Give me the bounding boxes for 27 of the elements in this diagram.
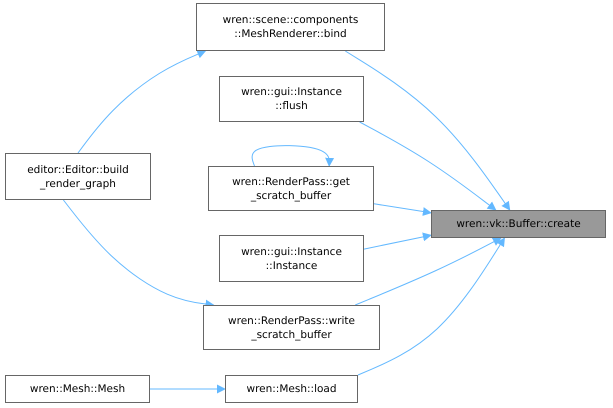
function-box: [5, 375, 150, 403]
function-name: wren::scene::components ::MeshRenderer::bind: [222, 13, 360, 41]
function-box: [203, 305, 380, 350]
function-box: [219, 76, 364, 122]
function-box: [219, 235, 364, 282]
arrow: [364, 232, 432, 250]
function-name: wren::Mesh::Mesh: [28, 382, 126, 396]
function-box: [208, 166, 374, 211]
function-box: [225, 375, 358, 403]
function-name: wren::gui::Instance ::flush: [240, 85, 343, 113]
arrow: [78, 50, 206, 154]
function-name: wren::vk::Buffer::create: [455, 217, 582, 231]
arrow: [150, 384, 226, 394]
function-box: [5, 153, 151, 200]
function-box: [196, 3, 385, 51]
arrow: [354, 238, 502, 306]
arrow: [374, 203, 432, 216]
function-name: wren::Mesh::load: [245, 382, 338, 396]
function-box: [431, 210, 606, 238]
arrow: [359, 122, 496, 211]
function-name: wren::RenderPass::get _scratch_buffer: [231, 174, 351, 202]
arrow: [252, 145, 334, 167]
arrow: [358, 237, 505, 376]
function-name: wren::gui::Instance ::Instance: [240, 244, 343, 272]
function-name: wren::RenderPass::write _scratch_buffer: [227, 314, 356, 342]
arrow: [344, 50, 510, 211]
function-name: editor::Editor::build _render_graph: [26, 162, 130, 190]
